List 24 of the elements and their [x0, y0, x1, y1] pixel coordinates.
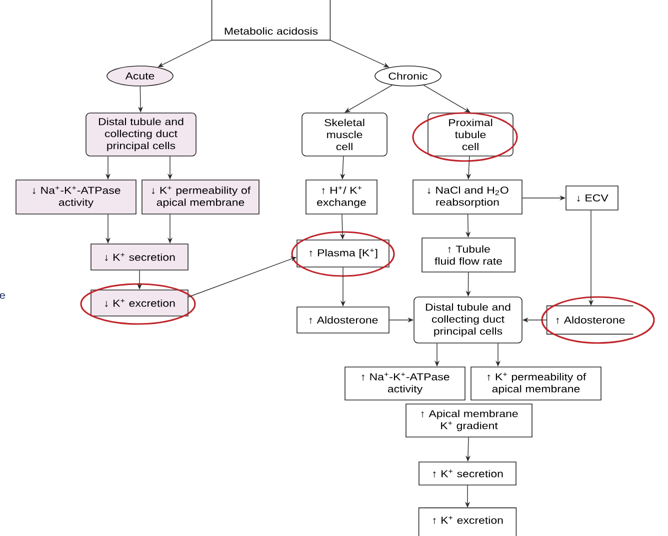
process-box: ↓ ECV [566, 186, 618, 210]
rounded-box: Skeletal muscle cell [302, 112, 388, 156]
process-box: ↑ Aldosterone [296, 306, 390, 334]
process-box: ↑ K$^{+}$ permeability of apical membrane [470, 366, 602, 400]
process-box: ↑ Apical membrane K$^{+}$ gradient [406, 404, 532, 438]
process-box: ↑ Aldosterone [546, 305, 634, 335]
process-box: ↑ Tubule fluid flow rate [422, 238, 516, 272]
process-box: ↓ K$^{+}$ secretion [90, 244, 188, 270]
oval-node: Acute [106, 66, 174, 86]
process-box: ↓ Na$^{+}$-K$^{+}$-ATPase activity [16, 180, 136, 214]
note-text: e [0, 293, 6, 299]
process-box: Metabolic acidosis [211, 0, 331, 41]
rounded-box: Proximal tubule cell [428, 112, 514, 156]
process-box: ↑ Na$^{+}$-K$^{+}$-ATPase activity [344, 366, 466, 400]
process-box: ↑ K$^{+}$ secretion [418, 462, 516, 486]
process-box: ↓ K$^{+}$ excretion [90, 290, 188, 316]
oval-node: Chronic [374, 66, 442, 86]
process-box: ↑ Plasma [K$^{+}$] [296, 240, 390, 268]
process-box: ↑ H$^{+}$/ K$^{+}$ exchange [306, 180, 378, 214]
process-box: ↓ K$^{+}$ permeability of apical membrane [142, 180, 260, 214]
rounded-box: Distal tubule and collecting duct principal cells [86, 112, 196, 156]
process-box: ↑ K$^{+}$ excretion [418, 507, 517, 536]
process-box: ↓ NaCl and H$_{2}$O reabsorption [412, 180, 522, 214]
rounded-box: Distal tubule and collecting duct principal cells [414, 296, 522, 344]
